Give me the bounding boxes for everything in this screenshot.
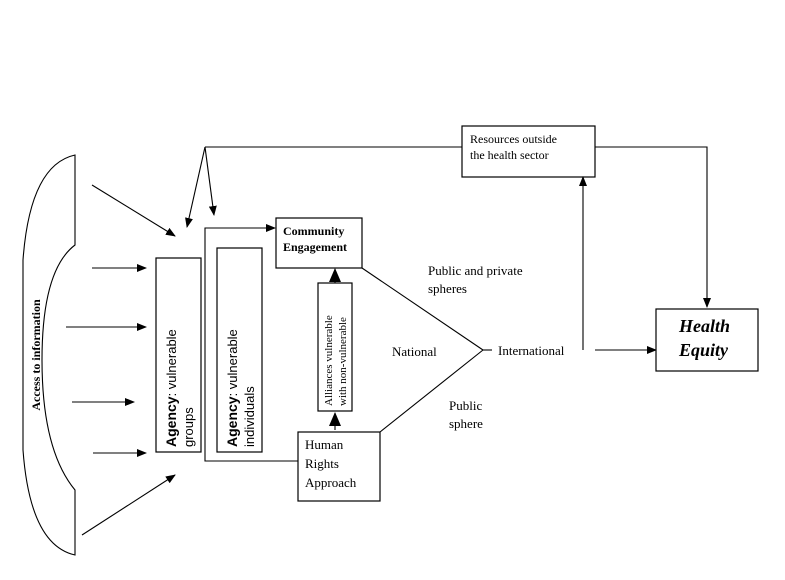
- agency-groups-bold: Agency: [163, 396, 179, 447]
- alliances-box: [317, 282, 353, 412]
- national-label: National: [392, 344, 437, 359]
- health-equity-line-1: Health: [678, 316, 730, 336]
- international-label: International: [498, 343, 565, 358]
- sphere-lines: [361, 176, 657, 433]
- health-equity-line-2: Equity: [678, 340, 729, 360]
- resources-line-2: the health sector: [470, 148, 549, 162]
- agency-individuals-bold: Agency: [224, 396, 240, 447]
- human-rights-approach-box: [297, 431, 381, 502]
- agency-groups-box: [155, 257, 202, 453]
- access-to-information-label: Access to information: [29, 299, 43, 411]
- agency-individuals-rest: : vulnerable: [225, 329, 240, 396]
- community-engagement-box: [275, 217, 363, 269]
- human-rights-line-3: Approach: [305, 475, 357, 490]
- bracket-connector: [204, 224, 298, 462]
- community-line-1: Community: [283, 224, 344, 238]
- alliances-line-1: Alliances vulnerable: [323, 315, 335, 406]
- agency-individuals-text: Agency: vulnerable: [224, 329, 240, 447]
- agency-groups-text: Agency: vulnerable: [163, 329, 179, 447]
- human-rights-line-1: Human: [305, 437, 344, 452]
- agency-groups-rest: : vulnerable: [164, 329, 179, 396]
- access-to-information-panel: [22, 154, 76, 556]
- alliances-line-2: with non-vulnerable: [337, 317, 349, 406]
- public-private-label-1: Public and private: [428, 263, 523, 278]
- access-arrows: [66, 184, 176, 536]
- human-rights-line-2: Rights: [305, 456, 339, 471]
- public-private-label-2: spheres: [428, 281, 467, 296]
- health-equity-box: [655, 308, 759, 372]
- agency-groups-line-2: groups: [181, 407, 196, 447]
- feedback-arrows: [185, 146, 711, 308]
- resources-line-1: Resources outside: [470, 132, 557, 146]
- agency-individuals-line-2: individuals: [242, 386, 257, 447]
- community-line-2: Engagement: [283, 240, 347, 254]
- public-sphere-label-2: sphere: [449, 416, 483, 431]
- resources-box: [461, 125, 596, 178]
- public-sphere-label-1: Public: [449, 398, 482, 413]
- agency-individuals-box: [216, 247, 263, 453]
